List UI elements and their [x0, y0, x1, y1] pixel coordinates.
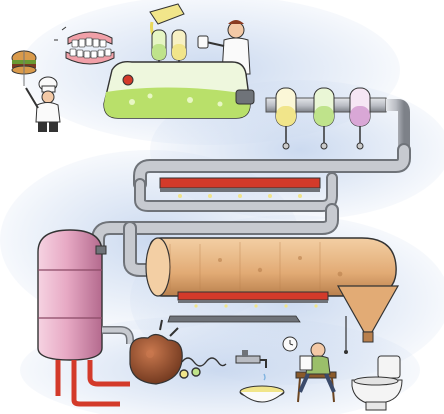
- test-tube-rack: [265, 87, 410, 150]
- flask-icon: [103, 60, 255, 119]
- tank-icon: [37, 229, 130, 407]
- test-tube-icon: [313, 87, 335, 150]
- test-tube-icon: [151, 29, 187, 74]
- burger-icon: [11, 50, 37, 86]
- grill-icon: [167, 291, 329, 323]
- coil-cable: [179, 357, 227, 379]
- funnel-icon: [336, 285, 400, 354]
- teeth-icon: [54, 26, 115, 65]
- test-tube-icon: [275, 87, 297, 150]
- pipe-icon: [102, 326, 134, 344]
- grill-icon: [159, 177, 321, 198]
- pipe-icon: [91, 143, 411, 277]
- bowl-icon: [239, 385, 285, 403]
- clock-icon: [282, 336, 298, 352]
- colon-cylinder: [145, 237, 397, 297]
- test-tube-icon: [349, 87, 371, 150]
- faucet-icon: [235, 350, 267, 381]
- toilet-icon: [351, 355, 403, 411]
- reading-man-icon: [295, 342, 337, 403]
- heart-pump-icon: [129, 319, 183, 385]
- chef-icon: [25, 76, 61, 132]
